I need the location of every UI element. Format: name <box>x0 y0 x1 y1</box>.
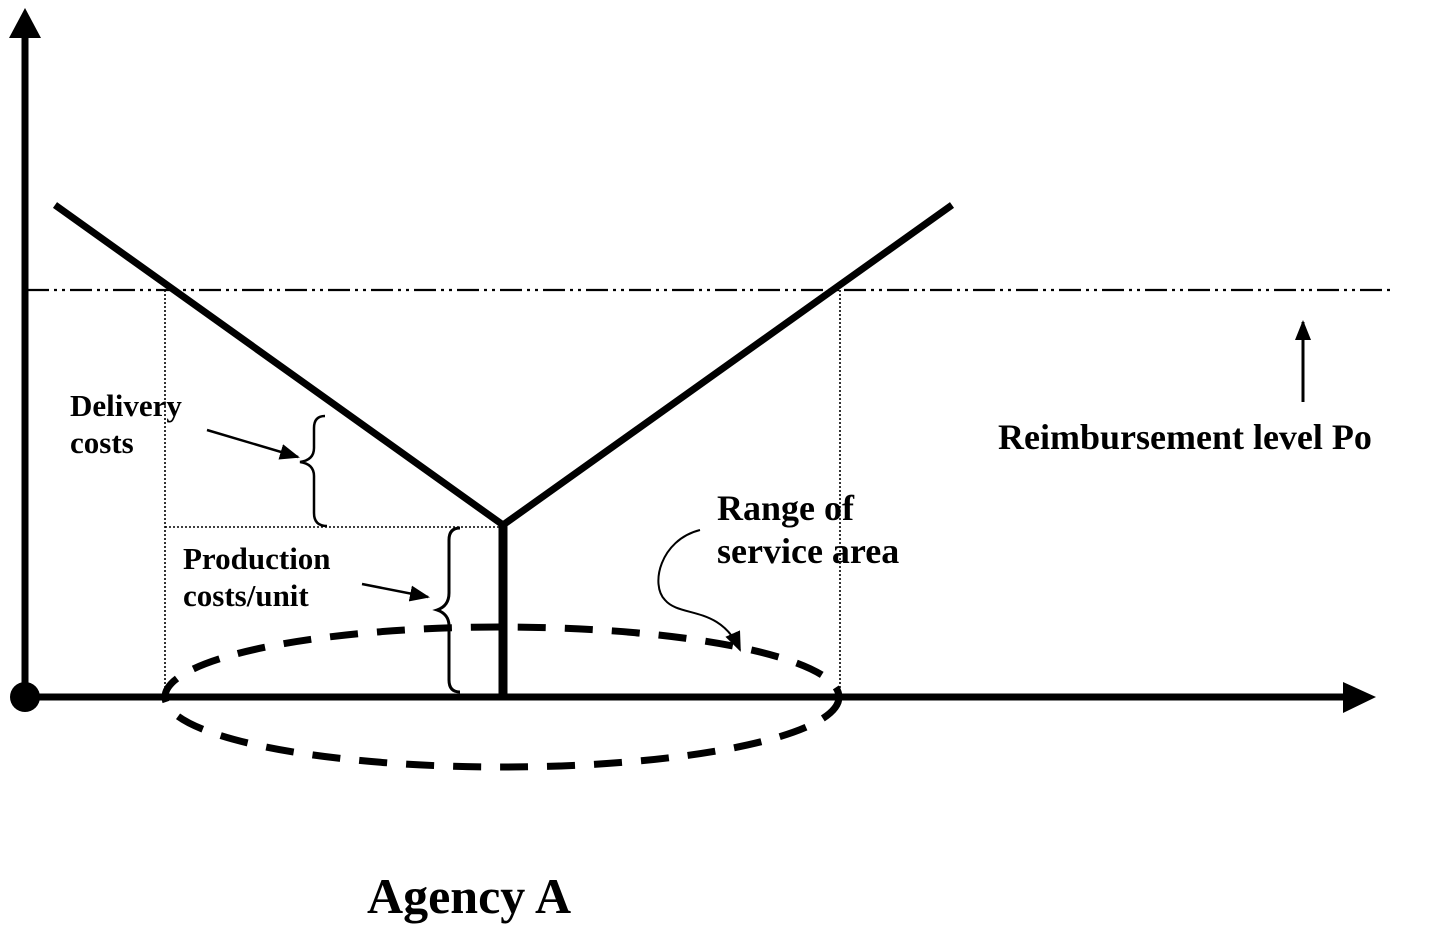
service-area-label-line-1: Range of <box>717 488 854 528</box>
delivery-costs-label-line-1: Delivery <box>70 388 182 423</box>
delivery-costs-label-line-2: costs <box>70 424 134 460</box>
production-arrow-icon <box>361 582 430 602</box>
y-axis-arrowhead-icon <box>9 8 41 38</box>
service-area-label-line-2: service area <box>717 531 900 572</box>
reimbursement-level-label: Reimbursement level Po <box>998 417 1372 457</box>
delivery-costs-label: Delivery costs <box>70 388 182 461</box>
production-brace-icon <box>432 526 461 694</box>
production-costs-label-line-1: Production <box>183 541 331 576</box>
origin-point <box>10 682 40 712</box>
range-curved-arrow-icon <box>657 529 741 652</box>
diagram-title: Agency A <box>367 868 572 924</box>
total-cost-curve <box>52 202 955 530</box>
production-costs-label: Production costs/unit <box>183 541 331 614</box>
service-range-guides <box>164 290 841 697</box>
service-area-label: Range of service area <box>717 487 899 573</box>
delivery-brace-icon <box>299 414 328 528</box>
delivery-arrow-icon <box>206 428 300 460</box>
x-axis-arrowhead-icon <box>1343 682 1376 713</box>
production-costs-label-line-2: costs/unit <box>183 577 309 613</box>
